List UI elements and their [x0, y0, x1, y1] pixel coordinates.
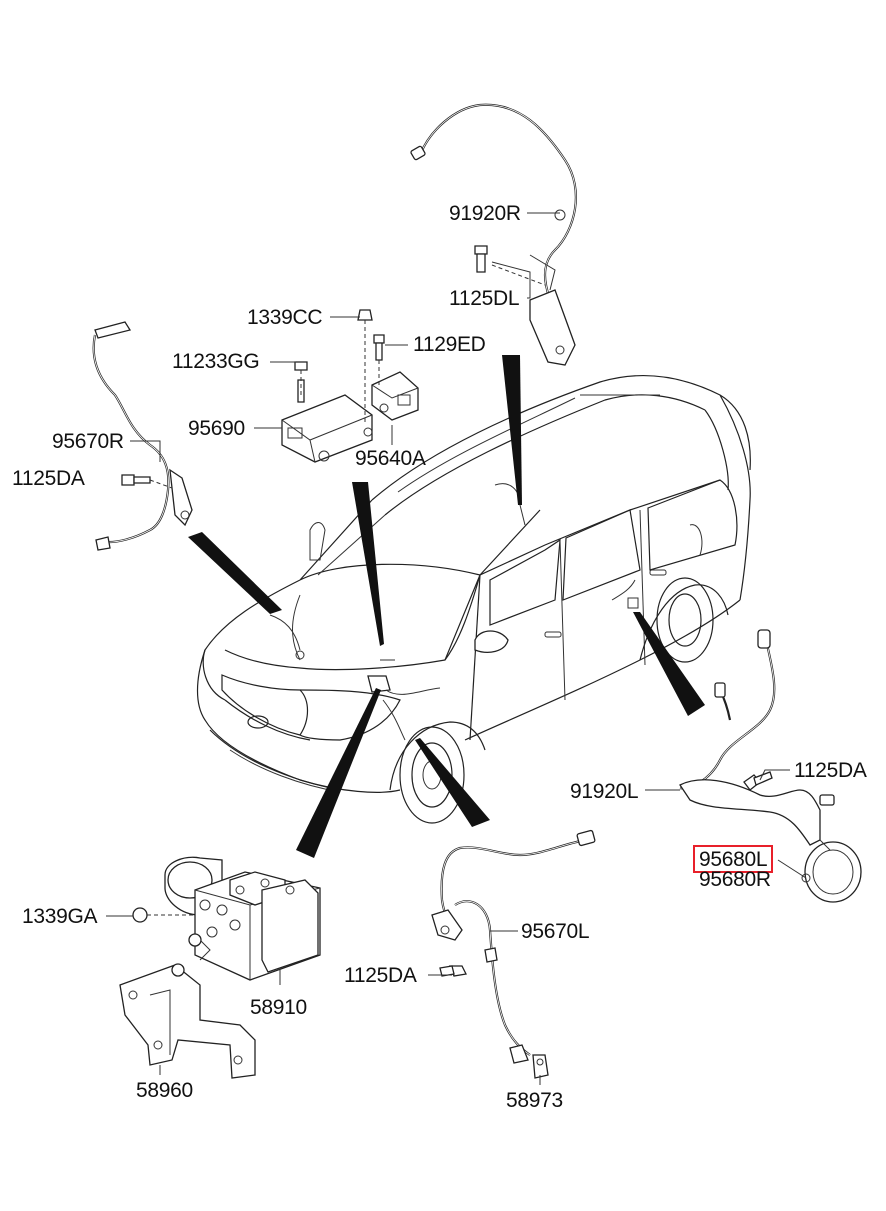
label-91920r: 91920R: [449, 202, 521, 225]
label-95680l-highlighted: 95680L: [693, 845, 774, 873]
vehicle-outline: [196, 374, 751, 824]
vehicle-wiring: [269, 483, 639, 741]
label-58960: 58960: [136, 1079, 193, 1102]
label-1125da-right: 1125DA: [794, 759, 867, 782]
leader-lines: [106, 212, 807, 1085]
label-1125da-bottom: 1125DA: [344, 964, 417, 987]
label-95640a: 95640A: [355, 447, 426, 470]
sensor-95680l: [679, 629, 862, 903]
sensor-95670r: [92, 321, 193, 551]
label-58973: 58973: [506, 1089, 563, 1112]
label-95680r: 95680R: [699, 868, 771, 891]
sensor-module-95640a: [357, 309, 419, 425]
label-95690: 95690: [188, 417, 245, 440]
label-95670l: 95670L: [521, 920, 590, 943]
sensor-95670l: [431, 829, 596, 1079]
abs-bracket-58960: [119, 933, 256, 1079]
callout-arrows: [188, 355, 705, 858]
sensor-module-95690: [281, 361, 373, 463]
label-1339cc: 1339CC: [247, 306, 323, 329]
label-1129ed: 1129ED: [413, 333, 486, 356]
label-95670r: 95670R: [52, 430, 124, 453]
wire-91920r: [410, 103, 577, 366]
label-1125dl: 1125DL: [449, 287, 520, 310]
label-11233gg: 11233GG: [172, 350, 260, 373]
label-91920l: 91920L: [570, 780, 639, 803]
label-1125da-left: 1125DA: [12, 467, 85, 490]
label-58910: 58910: [250, 996, 307, 1019]
abs-unit-58910: [132, 856, 321, 981]
label-1339ga: 1339GA: [22, 905, 98, 928]
